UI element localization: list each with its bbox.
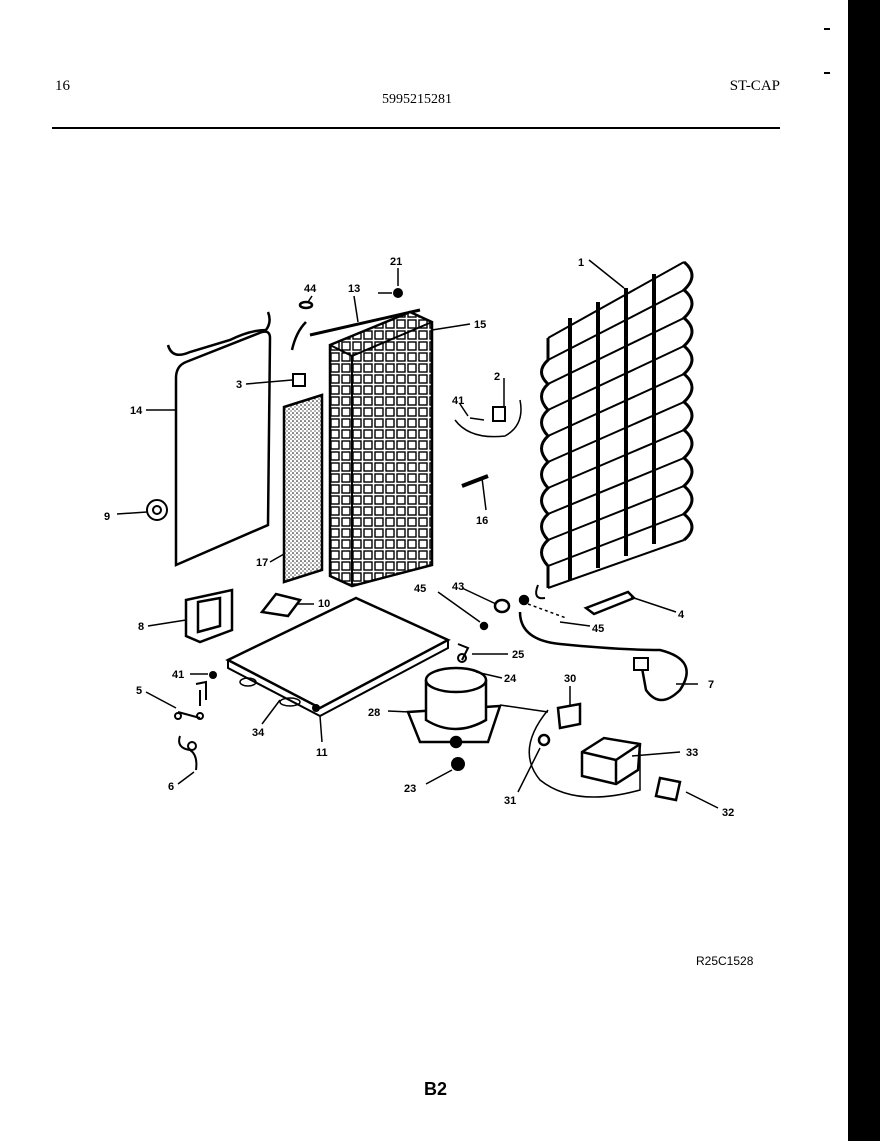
callout-30: 30 — [564, 673, 576, 685]
header-rule — [52, 127, 780, 129]
callout-21: 21 — [390, 256, 402, 268]
callout-23: 23 — [404, 783, 416, 795]
callout-9: 9 — [104, 511, 110, 523]
parts-diagram-page: 16 5995215281 ST-CAP — [0, 0, 848, 1141]
callout-25: 25 — [512, 649, 524, 661]
callout-28: 28 — [368, 707, 380, 719]
callout-5: 5 — [136, 685, 142, 697]
door-gasket-part — [166, 311, 272, 567]
callout-labels: 1 2 3 4 5 6 7 8 9 10 11 13 14 15 16 17 2… — [104, 256, 734, 819]
bracket-detail-part — [454, 399, 522, 438]
sensor-part — [461, 474, 489, 488]
wire-part — [174, 680, 207, 720]
callout-41: 41 — [172, 669, 184, 681]
condenser-coil-part — [535, 260, 694, 600]
connector-part — [479, 594, 567, 631]
grommet-part — [146, 499, 168, 521]
page-number-top: 16 — [55, 78, 70, 94]
tube-part — [290, 300, 314, 351]
drawing-reference-code: R25C1528 — [696, 954, 754, 968]
model-number: 5995215281 — [382, 92, 452, 107]
compressor-part — [406, 666, 549, 749]
exploded-parts-drawing: 1 2 3 4 5 6 7 8 9 10 11 13 14 15 16 17 2… — [104, 256, 734, 819]
callout-33: 33 — [686, 747, 698, 759]
drier-part — [583, 590, 637, 616]
edge-mark — [824, 28, 830, 30]
callout-16: 16 — [476, 515, 488, 527]
callout-4: 4 — [678, 609, 685, 621]
callout-43: 43 — [452, 581, 464, 593]
callout-31: 31 — [504, 795, 516, 807]
callout-2: 2 — [494, 371, 500, 383]
callout-leaders — [116, 259, 719, 809]
callout-45: 45 — [414, 583, 426, 595]
callout-1: 1 — [578, 257, 584, 269]
base-plate-part — [225, 596, 451, 718]
overload-part — [580, 736, 642, 786]
callout-44: 44 — [304, 283, 317, 295]
valve-part — [457, 643, 470, 663]
relay-detail-part — [528, 702, 641, 798]
callout-34: 34 — [252, 727, 265, 739]
callout-14: 14 — [130, 405, 143, 417]
clip-part — [654, 776, 682, 802]
wire-part — [178, 735, 198, 771]
drain-bracket-part — [184, 588, 234, 644]
callout-8: 8 — [138, 621, 144, 633]
callout-41: 41 — [452, 395, 464, 407]
section-code: ST-CAP — [729, 78, 780, 94]
callout-24: 24 — [504, 673, 517, 685]
screw-part — [378, 288, 403, 298]
callout-7: 7 — [708, 679, 714, 691]
grommet-part — [451, 757, 465, 771]
callout-32: 32 — [722, 807, 734, 819]
evaporator-part — [328, 310, 434, 588]
filter-pad-part — [282, 393, 324, 584]
power-cord-part — [518, 611, 688, 702]
callout-15: 15 — [474, 319, 486, 331]
callout-45: 45 — [592, 623, 604, 635]
callout-13: 13 — [348, 283, 360, 295]
page-label: B2 — [424, 1079, 448, 1099]
callout-17: 17 — [256, 557, 268, 569]
clip-part — [292, 373, 306, 387]
callout-3: 3 — [236, 379, 242, 391]
callout-11: 11 — [316, 747, 328, 759]
screw-part — [209, 671, 217, 679]
callout-6: 6 — [168, 781, 174, 793]
callout-10: 10 — [318, 598, 330, 610]
edge-mark — [824, 72, 830, 74]
bracket-part — [259, 592, 303, 618]
